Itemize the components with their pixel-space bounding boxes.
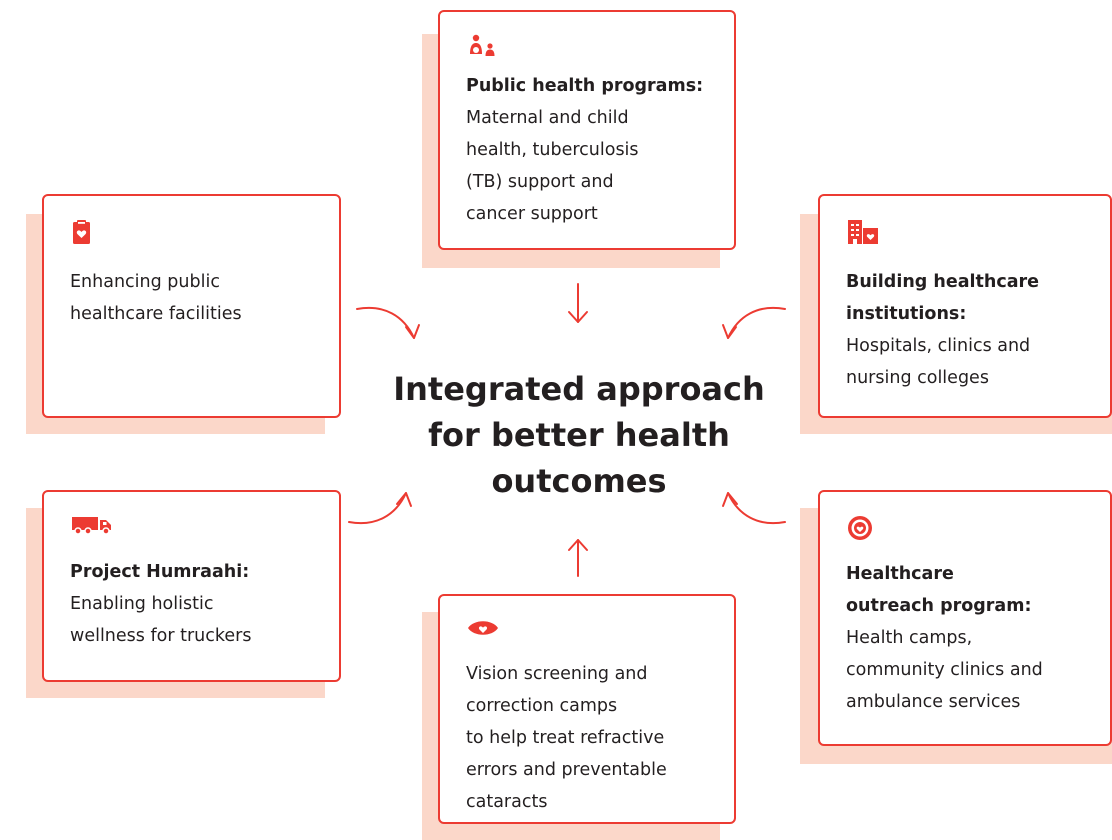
card-text-line: (TB) support and: [466, 172, 614, 192]
card-text-line: Maternal and child: [466, 108, 629, 128]
target-heart-icon: [846, 514, 1084, 540]
mother-child-icon: [466, 34, 708, 56]
card-text-line: correction camps: [466, 696, 618, 716]
arrow-curve-left-down-icon: [722, 306, 786, 339]
arrow-curve-right-down-icon: [356, 306, 420, 339]
center-title-line: for better health: [428, 416, 730, 454]
center-title-line: Integrated approach: [393, 370, 765, 408]
center-title-line: outcomes: [491, 462, 667, 500]
card-text-line: community clinics and: [846, 660, 1043, 680]
center-title: Integrated approach for better health ou…: [388, 366, 770, 504]
hospital-building-icon: [846, 218, 1084, 244]
truck-icon: [70, 514, 313, 536]
card-heading: Building healthcare: [846, 272, 1040, 292]
card-text-line: healthcare facilities: [70, 304, 242, 324]
card-project-humraahi: Project Humraahi: Enabling holistic well…: [42, 490, 341, 682]
card-text-line: health, tuberculosis: [466, 140, 639, 160]
card-text-line: Hospitals, clinics and: [846, 336, 1031, 356]
card-text-line: cataracts: [466, 792, 548, 812]
arrow-up-icon: [568, 539, 588, 577]
card-text-line: cancer support: [466, 204, 598, 224]
card-building-institutions: Building healthcare institutions: Hospit…: [818, 194, 1112, 418]
card-text-line: ambulance services: [846, 692, 1021, 712]
card-heading: outreach program:: [846, 596, 1032, 616]
eye-heart-icon: [466, 618, 708, 640]
card-text-line: wellness for truckers: [70, 626, 252, 646]
card-heading: Healthcare: [846, 564, 954, 584]
card-enhancing-facilities: Enhancing public healthcare facilities: [42, 194, 341, 418]
card-outreach-program: Healthcare outreach program: Health camp…: [818, 490, 1112, 746]
card-heading: Project Humraahi:: [70, 562, 250, 582]
card-text-line: Enhancing public: [70, 272, 220, 292]
card-text-line: to help treat refractive: [466, 728, 665, 748]
card-vision-screening: Vision screening and correction camps to…: [438, 594, 736, 824]
card-public-health-programs: Public health programs: Maternal and chi…: [438, 10, 736, 250]
card-text-line: Health camps,: [846, 628, 973, 648]
card-text-line: Vision screening and: [466, 664, 648, 684]
card-text-line: errors and preventable: [466, 760, 667, 780]
card-heading: Public health programs:: [466, 76, 704, 96]
arrow-curve-left-up-icon: [722, 492, 786, 525]
arrow-down-icon: [568, 283, 588, 323]
card-text-line: Enabling holistic: [70, 594, 214, 614]
card-heading: institutions:: [846, 304, 967, 324]
card-text-line: nursing colleges: [846, 368, 989, 388]
arrow-curve-right-up-icon: [348, 492, 412, 525]
clipboard-heart-icon: [70, 218, 313, 244]
